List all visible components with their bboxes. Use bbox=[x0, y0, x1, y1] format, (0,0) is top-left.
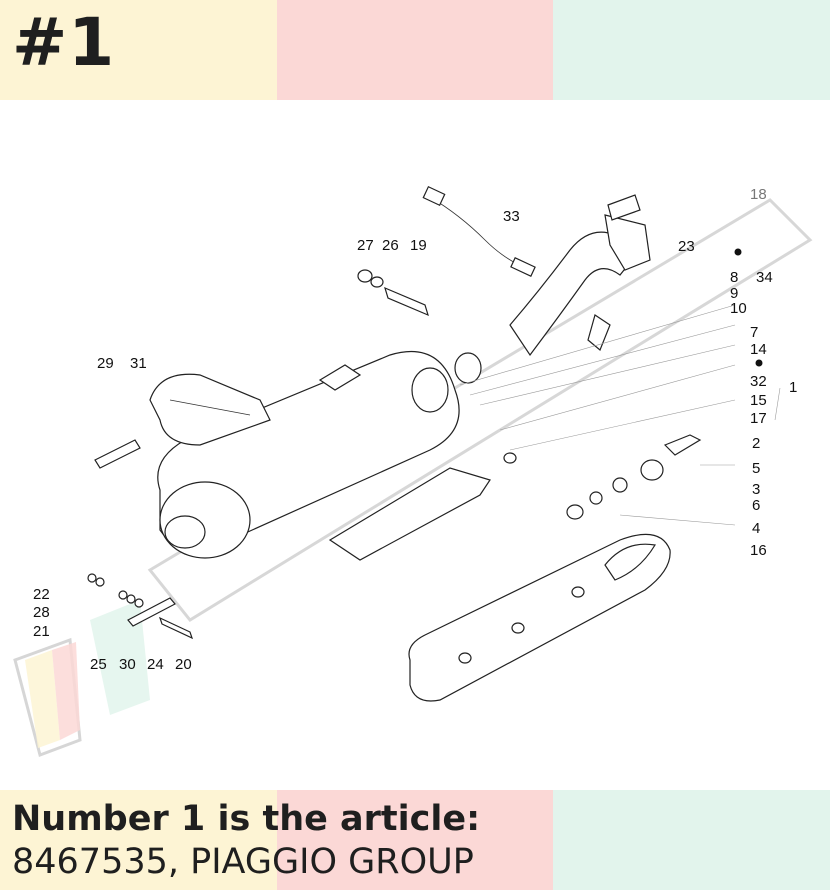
band-mint bbox=[553, 0, 830, 100]
callout-6: 6 bbox=[752, 497, 760, 514]
caption-article-number: 8467535, PIAGGIO GROUP bbox=[12, 842, 474, 882]
callout-32: 32 bbox=[750, 373, 767, 390]
bullet-marker bbox=[755, 359, 763, 367]
callout-2: 2 bbox=[752, 435, 760, 452]
callout-7: 7 bbox=[750, 324, 758, 341]
callout-26: 26 bbox=[382, 237, 399, 254]
callout-24: 24 bbox=[147, 656, 164, 673]
callout-10: 10 bbox=[730, 300, 747, 317]
callout-9: 9 bbox=[730, 285, 738, 302]
band-pink bbox=[276, 0, 554, 100]
lambda-sensor bbox=[422, 185, 536, 277]
callout-23: 23 bbox=[678, 238, 695, 255]
callout-5: 5 bbox=[752, 460, 760, 477]
exploded-parts-diagram: 18 33 23 27 26 19 8 34 9 10 7 14 32 1 15… bbox=[13, 185, 813, 757]
callout-8: 8 bbox=[730, 269, 738, 286]
callout-19: 19 bbox=[410, 237, 427, 254]
callout-30: 30 bbox=[119, 656, 136, 673]
mounting-bracket bbox=[328, 314, 611, 561]
callout-17: 17 bbox=[750, 410, 767, 427]
callout-4: 4 bbox=[752, 520, 760, 537]
callout-16: 16 bbox=[750, 542, 767, 559]
bullet-marker bbox=[734, 248, 742, 256]
callout-14: 14 bbox=[750, 341, 767, 358]
watermark-logo bbox=[13, 198, 813, 757]
callout-25: 25 bbox=[90, 656, 107, 673]
muffler-body bbox=[157, 351, 482, 559]
callout-28: 28 bbox=[33, 604, 50, 621]
exhaust-pipe bbox=[509, 194, 651, 357]
bolt-set-top bbox=[357, 269, 429, 317]
caption-title: Number 1 is the article: bbox=[12, 799, 481, 839]
footer-color-band bbox=[0, 790, 830, 890]
callout-20: 20 bbox=[175, 656, 192, 673]
callout-15: 15 bbox=[750, 392, 767, 409]
band-pink bbox=[276, 790, 554, 890]
callout-33: 33 bbox=[503, 208, 520, 225]
callout-labels: 18 33 23 27 26 19 8 34 9 10 7 14 32 1 15… bbox=[33, 186, 797, 673]
part-index-label: #1 bbox=[12, 4, 116, 81]
callout-27: 27 bbox=[357, 237, 374, 254]
fastener-set-right bbox=[566, 434, 702, 520]
callout-3: 3 bbox=[752, 481, 760, 498]
band-yellow bbox=[0, 790, 277, 890]
callout-18: 18 bbox=[750, 186, 767, 203]
callout-29: 29 bbox=[97, 355, 114, 372]
small-parts-left bbox=[87, 439, 194, 640]
heat-shield-bracket bbox=[149, 373, 271, 446]
band-mint bbox=[553, 790, 830, 890]
header-color-band bbox=[0, 0, 830, 100]
band-yellow bbox=[0, 0, 277, 100]
callout-31: 31 bbox=[130, 355, 147, 372]
callout-22: 22 bbox=[33, 586, 50, 603]
callout-21: 21 bbox=[33, 623, 50, 640]
heat-shield-cover bbox=[408, 533, 671, 702]
leader-lines bbox=[459, 304, 781, 526]
callout-34: 34 bbox=[756, 269, 773, 286]
callout-1: 1 bbox=[789, 379, 797, 396]
